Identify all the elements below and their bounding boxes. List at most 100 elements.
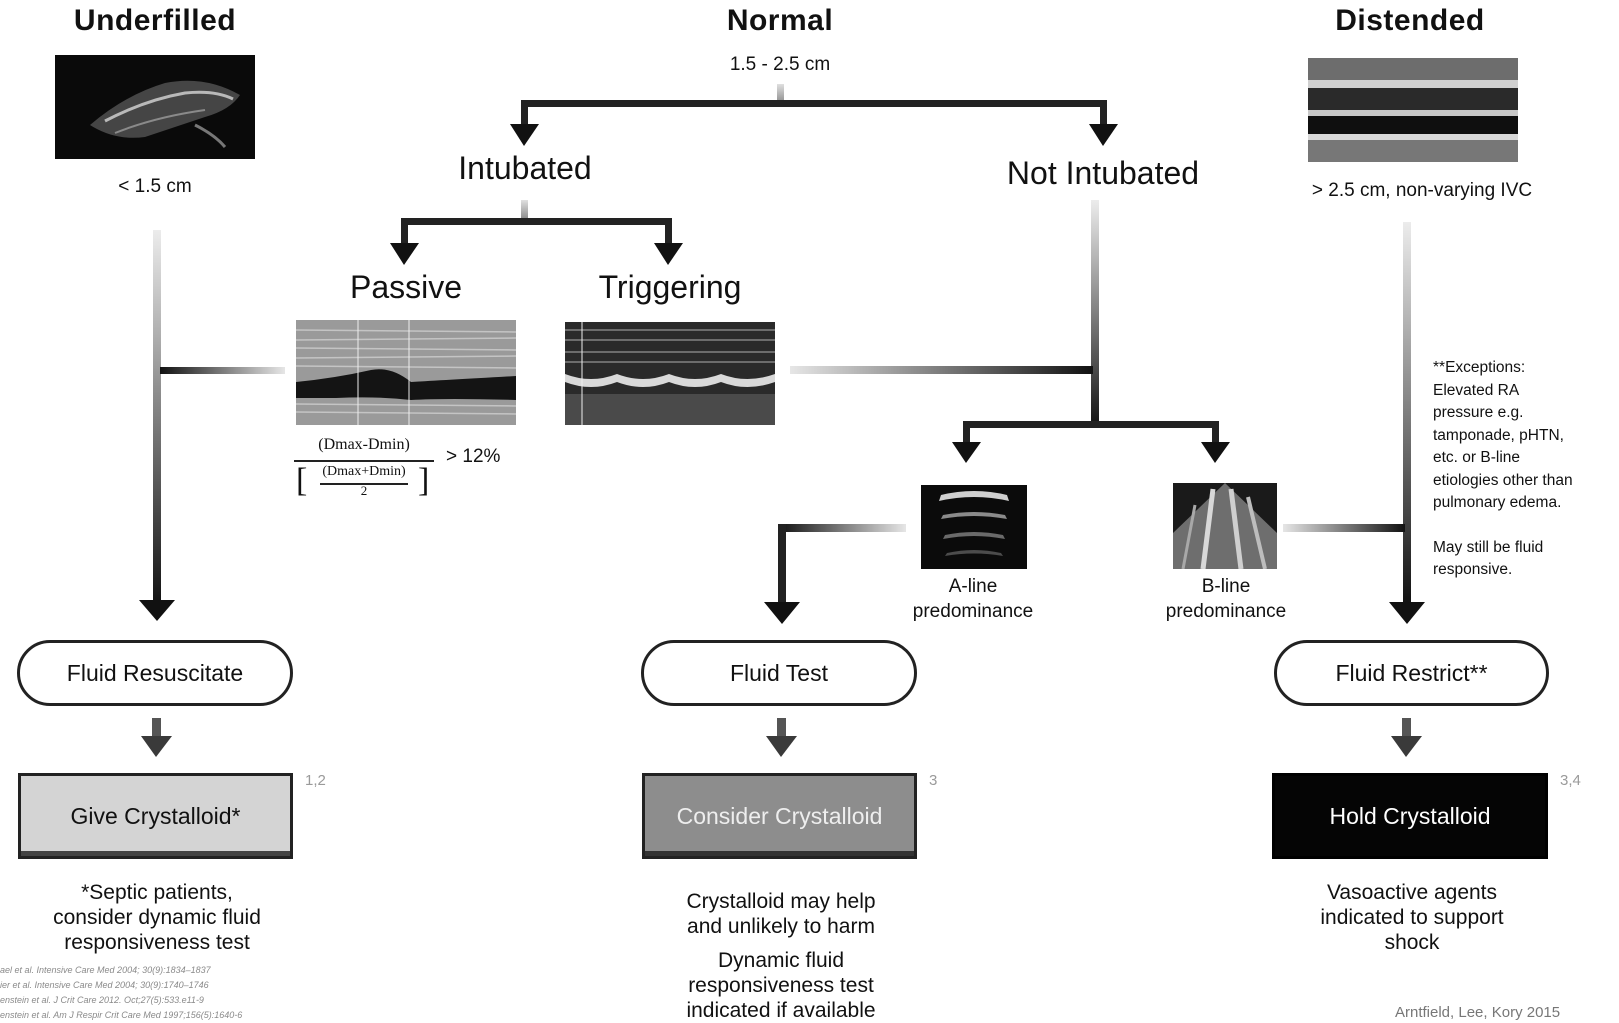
b-line-caption-line2: predominance	[1165, 601, 1287, 622]
septic-note: *Septic patients, consider dynamic fluid…	[53, 880, 261, 955]
intubated-arrowhead	[510, 124, 539, 146]
intubated-stem	[521, 200, 528, 220]
formula-fraction-bar	[294, 460, 434, 462]
hold-arrowhead	[1391, 736, 1422, 757]
references-list: ael et al. Intensive Care Med 2004; 30(9…	[0, 963, 242, 1023]
reference-item: ael et al. Intensive Care Med 2004; 30(9…	[0, 965, 211, 975]
a-line-drop	[963, 421, 970, 443]
a-line-to-fluid-test-horizontal	[778, 524, 906, 532]
reference-item: enstein et al. J Crit Care 2012. Oct;27(…	[0, 995, 204, 1005]
hold-reference-number: 3,4	[1560, 772, 1581, 789]
vasoactive-note-line: shock	[1384, 931, 1440, 954]
dynamic-test-note-line: indicated if available	[686, 999, 876, 1022]
septic-note-line: responsiveness test	[64, 931, 250, 954]
exceptions-line: pulmonary edema.	[1433, 494, 1562, 511]
may-still-line: responsive.	[1433, 561, 1513, 578]
a-line-caption: A-line predominance	[913, 574, 1033, 624]
distended-measure: > 2.5 cm, non-varying IVC	[1311, 180, 1533, 201]
vasoactive-note-line: indicated to support	[1320, 906, 1504, 929]
hold-crystalloid-box: Hold Crystalloid	[1272, 773, 1548, 859]
underfilled-measure: < 1.5 cm	[118, 176, 192, 197]
formula-inner-bar	[320, 483, 408, 485]
reference-item: enstein et al. Am J Respir Crit Care Med…	[0, 1010, 243, 1020]
distended-path	[1403, 222, 1411, 604]
vasoactive-note-line: Vasoactive agents	[1326, 881, 1498, 904]
not-intubated-label: Not Intubated	[1006, 155, 1200, 191]
fluid-test-node: Fluid Test	[641, 640, 917, 706]
passive-arrowhead	[390, 243, 419, 265]
dynamic-test-note-line: responsiveness test	[688, 974, 874, 997]
collapsibility-formula: (Dmax-Dmin) [ (Dmax+Dmin) 2 ]	[294, 434, 434, 504]
fluid-test-arrowhead	[764, 602, 800, 624]
formula-inner-numerator: (Dmax+Dmin)	[322, 464, 406, 479]
ventilation-split-bar	[401, 218, 672, 225]
b-line-to-distended-link	[1283, 524, 1405, 532]
triggering-drop	[665, 218, 672, 244]
a-line-arrowhead	[952, 442, 981, 463]
underfilled-title: Underfilled	[73, 4, 237, 37]
not-intubated-path	[1091, 200, 1099, 428]
vasoactive-note: Vasoactive agents indicated to support s…	[1320, 880, 1503, 955]
exceptions-note: **Exceptions: Elevated RA pressure e.g. …	[1433, 357, 1573, 582]
formula-right-bracket: ]	[418, 462, 430, 499]
a-line-lung-ultrasound-image	[921, 485, 1027, 569]
b-line-arrowhead	[1201, 442, 1230, 463]
passive-to-underfilled-link	[160, 367, 285, 374]
resuscitate-to-give-stem	[152, 718, 161, 738]
b-line-drop	[1212, 421, 1219, 443]
underfilled-path	[153, 230, 161, 605]
consider-arrowhead	[766, 736, 797, 757]
crystalloid-note-line: and unlikely to harm	[687, 915, 875, 938]
distended-ivc-ultrasound-image	[1308, 58, 1518, 162]
fluid-restrict-node: Fluid Restrict**	[1274, 640, 1549, 706]
normal-stem	[777, 84, 784, 104]
give-arrowhead	[141, 736, 172, 757]
underfilled-arrowhead	[139, 600, 175, 621]
triggering-arrowhead	[654, 243, 683, 265]
lung-split-bar	[963, 421, 1219, 428]
intubation-split-bar	[521, 100, 1107, 107]
fluid-resuscitate-node: Fluid Resuscitate	[17, 640, 293, 706]
dynamic-test-note-line: Dynamic fluid	[717, 949, 845, 972]
passive-mmode-ultrasound-image	[296, 320, 516, 425]
a-line-caption-line1: A-line	[948, 576, 998, 597]
not-intubated-arrowhead	[1089, 124, 1118, 146]
a-line-caption-line2: predominance	[912, 601, 1034, 622]
dynamic-test-note: Dynamic fluid responsiveness test indica…	[686, 948, 875, 1023]
formula-inner-denominator: 2	[360, 483, 368, 498]
exceptions-line: **Exceptions:	[1433, 359, 1526, 376]
not-intubated-drop	[1100, 100, 1107, 125]
distended-arrowhead	[1389, 602, 1425, 624]
underfilled-ivc-ultrasound-image	[55, 55, 255, 159]
exceptions-line: Elevated RA	[1433, 381, 1520, 399]
formula-threshold: > 12%	[446, 446, 501, 467]
may-still-line: May still be fluid	[1433, 538, 1544, 556]
test-to-consider-stem	[777, 718, 786, 738]
give-crystalloid-box: Give Crystalloid*	[18, 773, 293, 859]
passive-drop	[401, 218, 408, 244]
consider-reference-number: 3	[929, 772, 938, 789]
passive-label: Passive	[349, 269, 463, 305]
intubated-drop	[521, 100, 528, 125]
normal-title: Normal	[726, 4, 834, 37]
crystalloid-note: Crystalloid may help and unlikely to har…	[686, 889, 875, 939]
triggering-mmode-ultrasound-image	[565, 322, 775, 425]
crystalloid-note-line: Crystalloid may help	[686, 890, 876, 913]
exceptions-line: etiologies other than	[1433, 471, 1573, 489]
formula-left-bracket: [	[296, 462, 308, 499]
reference-item: ier et al. Intensive Care Med 2004; 30(9…	[0, 980, 209, 990]
b-line-lung-ultrasound-image	[1173, 483, 1277, 569]
triggering-to-not-intubated-link	[790, 366, 1093, 374]
consider-crystalloid-box: Consider Crystalloid	[642, 773, 917, 859]
restrict-to-hold-stem	[1402, 718, 1411, 738]
formula-numerator: (Dmax-Dmin)	[318, 436, 410, 453]
triggering-label: Triggering	[598, 269, 742, 305]
b-line-caption-line1: B-line	[1201, 576, 1251, 597]
b-line-caption: B-line predominance	[1166, 574, 1286, 624]
author-credit: Arntfield, Lee, Kory 2015	[1395, 1004, 1561, 1021]
intubated-label: Intubated	[458, 150, 592, 186]
septic-note-line: consider dynamic fluid	[53, 906, 261, 929]
give-reference-number: 1,2	[305, 772, 326, 789]
septic-note-line: *Septic patients,	[81, 881, 233, 904]
